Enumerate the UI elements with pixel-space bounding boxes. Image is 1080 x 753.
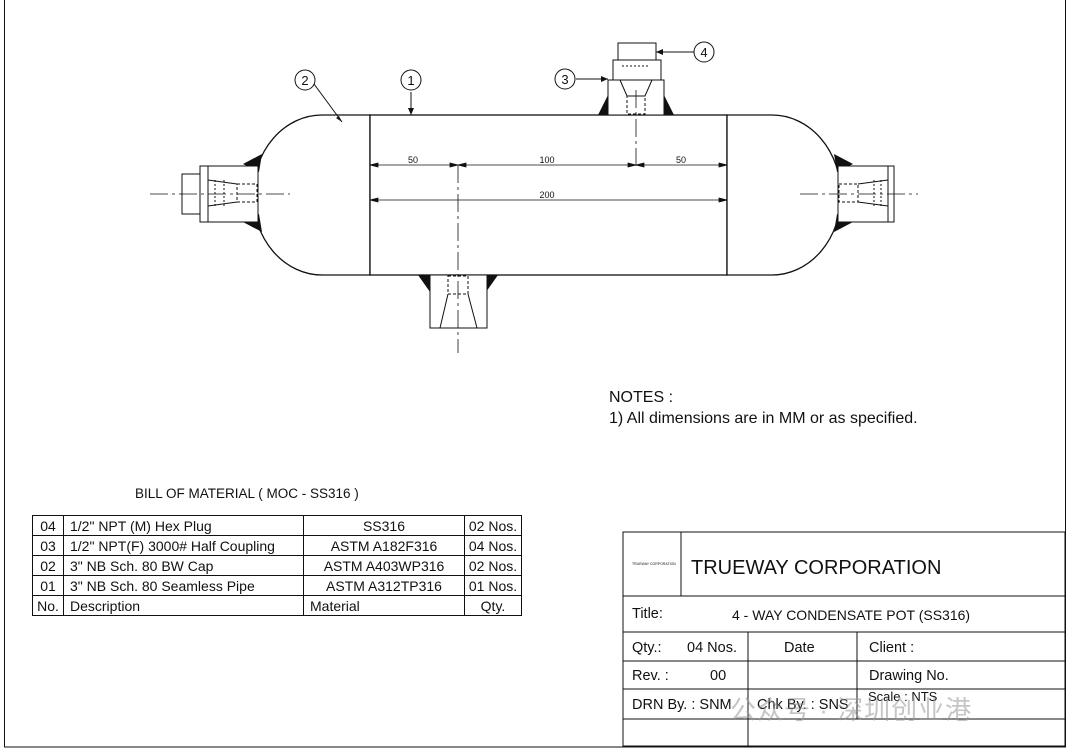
bom-material: ASTM A312TP316: [303, 575, 465, 596]
company-name: TRUEWAY CORPORATION: [691, 557, 942, 579]
callout-2: 2: [301, 73, 308, 88]
bom-description: 1/2" NPT(F) 3000# Half Coupling: [63, 535, 304, 556]
left-cap: [252, 114, 371, 276]
callout-circles: [294, 41, 715, 91]
table-row: 01 3" NB Sch. 80 Seamless Pipe ASTM A312…: [32, 575, 522, 596]
bom-no: 03: [32, 535, 64, 556]
rev-label: Rev. :: [632, 668, 669, 684]
bom-description: 1/2" NPT (M) Hex Plug: [63, 515, 304, 536]
right-nozzle: [834, 154, 895, 232]
dimension-lines: [369, 162, 728, 203]
dimension-50-right: 50: [676, 155, 686, 165]
checked-by: Chk By. : SNS: [757, 697, 849, 713]
bom-material: SS316: [303, 515, 465, 536]
table-row: 04 1/2" NPT (M) Hex Plug SS316 02 Nos.: [32, 515, 522, 536]
client-label: Client :: [869, 640, 915, 656]
scale: Scale : NTS: [868, 689, 938, 704]
bom-header-qty: Qty.: [464, 595, 522, 616]
bom-qty: 02 Nos.: [464, 515, 522, 536]
bom-no: 02: [32, 555, 64, 576]
bom-qty: 04 Nos.: [464, 535, 522, 556]
sheet-border: [4, 0, 1066, 748]
title-label: Title:: [632, 606, 663, 622]
bom-no: 01: [32, 575, 64, 596]
date-label: Date: [784, 640, 815, 656]
table-row: 03 1/2" NPT(F) 3000# Half Coupling ASTM …: [32, 535, 522, 556]
bottom-nozzle: [418, 274, 498, 329]
bill-of-material-table: 04 1/2" NPT (M) Hex Plug SS316 02 Nos. 0…: [32, 515, 522, 616]
qty-value: 04 Nos.: [687, 640, 737, 656]
bom-material: ASTM A182F316: [303, 535, 465, 556]
shell: [369, 114, 728, 276]
right-cap: [726, 114, 842, 276]
bom-material: ASTM A403WP316: [303, 555, 465, 576]
bom-no: 04: [32, 515, 64, 536]
bom-title: BILL OF MATERIAL ( MOC - SS316 ): [135, 486, 359, 501]
bom-header-material: Material: [303, 595, 465, 616]
notes-line-1: 1) All dimensions are in MM or as specif…: [609, 410, 918, 427]
notes-heading: NOTES :: [609, 389, 674, 406]
title-block-grid: [622, 531, 1066, 747]
left-nozzle: [181, 154, 262, 232]
watermark: 公众号 · 深圳创业港: [730, 695, 973, 725]
callout-arrowheads: [336, 49, 663, 122]
company-logo-text: TRUEWAY CORPORATION: [632, 562, 676, 566]
qty-label: Qty.:: [632, 640, 662, 656]
callout-1: 1: [407, 73, 414, 88]
drawing-no-label: Drawing No.: [869, 668, 949, 684]
vessel: [252, 114, 842, 276]
bom-header-no: No.: [32, 595, 64, 616]
bom-qty: 02 Nos.: [464, 555, 522, 576]
dimension-200: 200: [539, 190, 554, 200]
rev-value: 00: [710, 668, 727, 684]
dimension-100: 100: [539, 155, 554, 165]
center-lines: [150, 90, 918, 353]
bom-qty: 01 Nos.: [464, 575, 522, 596]
table-header-row: No. Description Material Qty.: [32, 595, 522, 616]
drawn-by: DRN By. : SNM: [632, 697, 732, 713]
notes: NOTES : 1) All dimensions are in MM or a…: [609, 387, 918, 429]
callout-4: 4: [700, 45, 707, 60]
bom-header-description: Description: [63, 595, 304, 616]
bom-description: 3" NB Sch. 80 Seamless Pipe: [63, 575, 304, 596]
drawing-title: 4 - WAY CONDENSATE POT (SS316): [732, 607, 971, 623]
bom-description: 3" NB Sch. 80 BW Cap: [63, 555, 304, 576]
callout-3: 3: [561, 72, 568, 87]
dimension-50-left: 50: [408, 155, 418, 165]
table-row: 02 3" NB Sch. 80 BW Cap ASTM A403WP316 0…: [32, 555, 522, 576]
